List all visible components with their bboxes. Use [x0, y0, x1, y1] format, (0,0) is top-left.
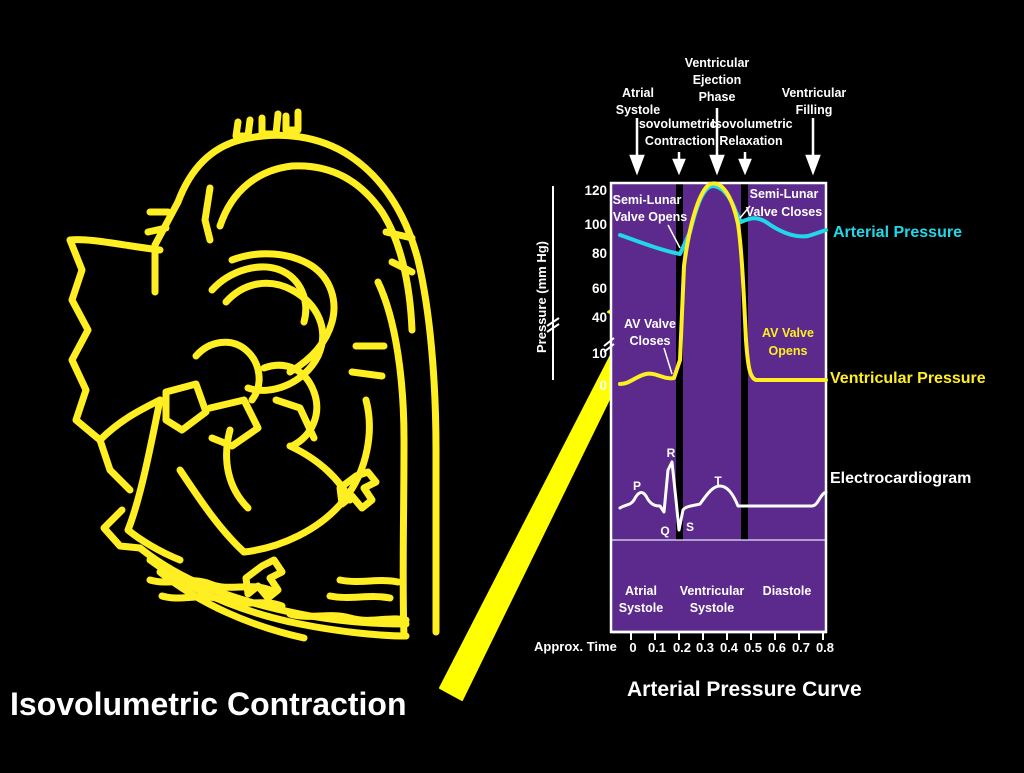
page-title: Isovolumetric Contraction — [10, 686, 407, 722]
y-tick-0: 0 — [599, 378, 607, 393]
ventricular-pressure-curve — [618, 181, 828, 386]
label-iso-relaxation-line1: Isovolumetric — [711, 117, 792, 131]
phase-arrows — [629, 108, 821, 176]
label-atrial-systole-line2: Systole — [616, 103, 661, 117]
x-tick-0.4: 0.4 — [720, 640, 739, 655]
y-tick-120: 120 — [584, 183, 607, 198]
label-iso-contraction-line1: Isovolumetric — [635, 117, 716, 131]
bottom-atrial-systole-line1: Atrial — [625, 584, 657, 598]
chart-panel — [609, 181, 828, 634]
y-tick-80: 80 — [592, 246, 607, 261]
panel-background — [611, 183, 826, 632]
x-axis: Approx. Time 0 0.1 0.2 0.3 0.4 0.5 0.6 0… — [534, 632, 834, 655]
heart-illustration — [66, 108, 440, 642]
annotation-av-closes-line1: AV Valve — [624, 317, 676, 331]
y-tick-10: 10 — [592, 346, 607, 361]
x-tick-0: 0 — [629, 640, 636, 655]
x-tick-0.5: 0.5 — [744, 640, 762, 655]
y-tick-60: 60 — [592, 281, 607, 296]
annotation-semilunar-closes-line2: Valve Closes — [746, 205, 822, 219]
arrow-head-iso-contraction — [672, 158, 686, 176]
annotation-semilunar-closes-line1: Semi-Lunar — [750, 187, 819, 201]
annotation-av-closes-line2: Closes — [630, 334, 671, 348]
label-ejection-line1: Ventricular — [685, 56, 750, 70]
annotation-av-opens-line2: Opens — [769, 344, 808, 358]
y-tick-100: 100 — [584, 217, 607, 232]
ecg-label-q: Q — [660, 524, 669, 538]
label-atrial-systole-line1: Atrial — [622, 86, 654, 100]
ecg-label-r: R — [667, 446, 676, 460]
label-electrocardiogram: Electrocardiogram — [830, 470, 971, 487]
bottom-diastole: Diastole — [763, 584, 812, 598]
annotation-semilunar-opens-line2: Valve Opens — [613, 210, 687, 224]
bottom-ventricular-systole-line1: Ventricular — [680, 584, 745, 598]
pointer-semilunar-opens — [667, 224, 681, 249]
ecg-label-s: S — [686, 520, 694, 534]
x-tick-0.3: 0.3 — [696, 640, 714, 655]
x-axis-label: Approx. Time — [534, 639, 617, 654]
arrow-head-iso-relaxation — [738, 158, 752, 176]
label-iso-relaxation-line2: Relaxation — [719, 134, 782, 148]
label-ventricular-pressure: Ventricular Pressure — [830, 370, 986, 387]
curve-title: Arterial Pressure Curve — [627, 678, 862, 701]
label-ejection-line3: Phase — [699, 90, 736, 104]
x-tick-0.6: 0.6 — [768, 640, 786, 655]
annotation-semilunar-opens-line1: Semi-Lunar — [613, 193, 682, 207]
label-arterial-pressure: Arterial Pressure — [833, 224, 962, 241]
label-filling-line1: Ventricular — [782, 86, 847, 100]
y-axis-label: Pressure (mm Hg) — [534, 241, 549, 353]
y-axis: Pressure (mm Hg) 120 100 80 60 40 10 0 — [534, 183, 615, 393]
pointer-semilunar-closes — [739, 205, 751, 219]
divider-isovolumetric-relaxation — [741, 183, 748, 540]
x-tick-0.8: 0.8 — [816, 640, 834, 655]
label-filling-line2: Filling — [796, 103, 833, 117]
pointer-av-closes — [663, 347, 673, 375]
annotation-av-opens-line1: AV Valve — [762, 326, 814, 340]
arrow-head-ejection — [709, 154, 725, 176]
y-tick-40: 40 — [592, 310, 607, 325]
bottom-atrial-systole-line2: Systole — [619, 601, 664, 615]
ecg-label-t: T — [714, 474, 722, 488]
x-tick-0.7: 0.7 — [792, 640, 810, 655]
arrow-head-filling — [805, 154, 821, 176]
label-iso-contraction-line2: Contraction — [645, 134, 715, 148]
x-tick-0.2: 0.2 — [673, 640, 691, 655]
x-tick-0.1: 0.1 — [648, 640, 666, 655]
bottom-ventricular-systole-line2: Systole — [690, 601, 735, 615]
label-ejection-line2: Ejection — [693, 73, 742, 87]
ecg-trace — [618, 460, 828, 532]
ecg-label-p: P — [633, 479, 641, 493]
arrow-head-atrial-systole — [629, 154, 645, 176]
